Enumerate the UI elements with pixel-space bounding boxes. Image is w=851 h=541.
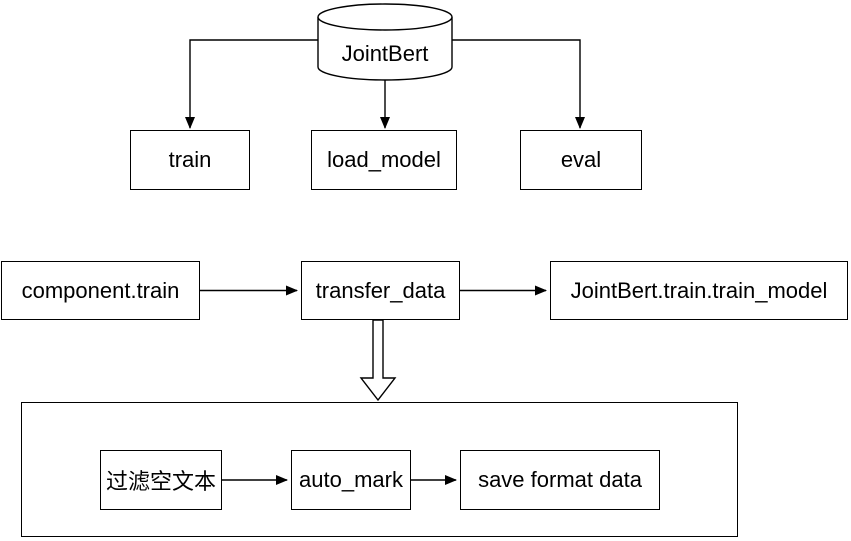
node-load-model: load_model [311, 130, 457, 190]
connector-jointbert-to-eval [452, 39, 585, 129]
node-auto-mark: auto_mark [291, 450, 411, 510]
node-jointbert-train-train-model-label: JointBert.train.train_model [570, 277, 828, 303]
node-transfer-data-label: transfer_data [315, 277, 446, 303]
node-jointbert: JointBert [318, 32, 452, 76]
node-save-format-data-label: save format data [478, 467, 642, 492]
block-arrow-down-icon [359, 319, 397, 402]
node-jointbert-label: JointBert [341, 41, 429, 66]
node-load-model-label: load_model [327, 147, 441, 172]
node-filter-empty-text-label: 过滤空文本 [105, 469, 216, 494]
node-eval-label: eval [560, 147, 602, 172]
node-train-label: train [168, 147, 212, 172]
connector-jointbert-to-train [185, 39, 318, 129]
node-jointbert-train-train-model: JointBert.train.train_model [550, 261, 848, 320]
node-eval: eval [520, 130, 642, 190]
database-cylinder-icon [317, 3, 453, 81]
node-component-train-label: component.train [21, 277, 180, 303]
node-train: train [130, 130, 250, 190]
subprocess-container [21, 402, 738, 537]
node-save-format-data: save format data [460, 450, 660, 510]
node-auto-mark-label: auto_mark [299, 467, 403, 492]
node-filter-empty-text: 过滤空文本 [100, 450, 222, 510]
node-component-train: component.train [1, 261, 200, 320]
node-transfer-data: transfer_data [301, 261, 460, 320]
